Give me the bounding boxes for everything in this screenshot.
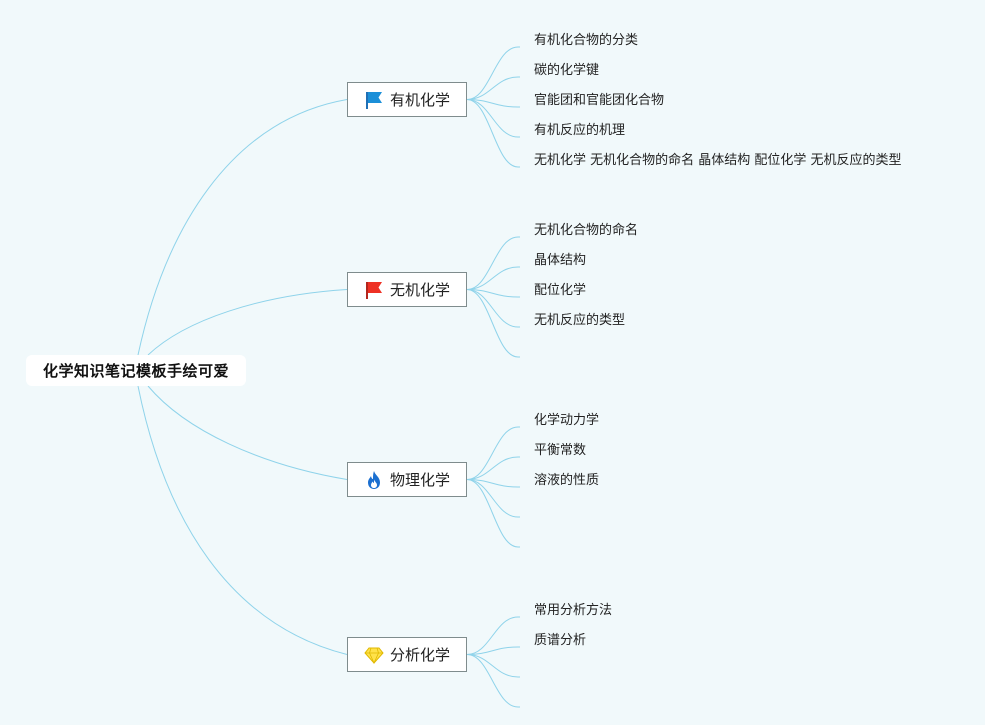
subtopic[interactable]: 有机反应的机理 [534, 123, 626, 138]
central-topic-label: 化学知识笔记模板手绘可爱 [42, 362, 229, 380]
subtopic[interactable]: 质谱分析 [534, 633, 587, 648]
topic-to-subtopic-connector [466, 266, 520, 290]
subtopic[interactable]: 平衡常数 [534, 443, 587, 458]
topic-organic-chemistry[interactable]: 有机化学 [347, 82, 467, 117]
topic-to-subtopic-connector [466, 236, 520, 290]
topic-to-subtopic-connector [466, 99, 520, 138]
subtopic[interactable]: 有机化合物的分类 [534, 33, 639, 48]
topic-inorganic-chemistry[interactable]: 无机化学 [347, 272, 467, 307]
topic-to-subtopic-connector [466, 46, 520, 100]
flame-icon [367, 470, 380, 489]
topic-to-subtopic-connector [466, 289, 520, 298]
subtopic[interactable]: 官能团和官能团化合物 [534, 93, 665, 108]
topic-to-subtopic-connector [466, 76, 520, 100]
subtopic[interactable]: 晶体结构 [534, 253, 587, 268]
topic-physical-chemistry[interactable]: 物理化学 [347, 462, 467, 497]
topic-to-subtopic-connector [466, 479, 520, 518]
topic-to-subtopic-connector [466, 289, 520, 358]
subtopic[interactable]: 配位化学 [534, 283, 587, 298]
root-to-topic-connector [147, 385, 348, 480]
topic-to-subtopic-connector [466, 99, 520, 168]
topic-to-subtopic-connector [466, 99, 520, 108]
subtopic[interactable]: 常用分析方法 [534, 603, 613, 618]
red-flag-icon [365, 281, 382, 299]
diamond-icon [364, 647, 384, 664]
topic-to-subtopic-connector [466, 646, 520, 655]
topic-label: 分析化学 [389, 646, 450, 664]
topic-to-subtopic-connector [466, 479, 520, 488]
topic-to-subtopic-connector [466, 426, 520, 480]
subtopic[interactable]: 碳的化学键 [534, 63, 600, 78]
root-to-topic-connector [137, 99, 348, 356]
topic-to-subtopic-connector [466, 456, 520, 480]
topic-to-subtopic-connector [466, 289, 520, 328]
topic-to-subtopic-connector [466, 479, 520, 548]
subtopic[interactable]: 无机化合物的命名 [534, 223, 639, 238]
subtopic[interactable]: 无机反应的类型 [534, 313, 626, 328]
topic-to-subtopic-connector [466, 616, 520, 655]
subtopic[interactable]: 无机化学 无机化合物的命名 晶体结构 配位化学 无机反应的类型 [534, 153, 902, 168]
subtopic[interactable]: 溶液的性质 [534, 473, 600, 488]
subtopic[interactable]: 化学动力学 [534, 413, 600, 428]
topic-to-subtopic-connector [466, 654, 520, 708]
topic-analytical-chemistry[interactable]: 分析化学 [347, 637, 467, 672]
central-topic[interactable]: 化学知识笔记模板手绘可爱 [26, 355, 246, 386]
topic-label: 有机化学 [389, 91, 450, 109]
topic-label: 物理化学 [389, 471, 450, 489]
topic-to-subtopic-connector [466, 654, 520, 678]
blue-flag-icon [365, 91, 382, 109]
root-to-topic-connector [137, 385, 348, 655]
root-to-topic-connector [147, 289, 348, 356]
topic-label: 无机化学 [389, 281, 450, 299]
